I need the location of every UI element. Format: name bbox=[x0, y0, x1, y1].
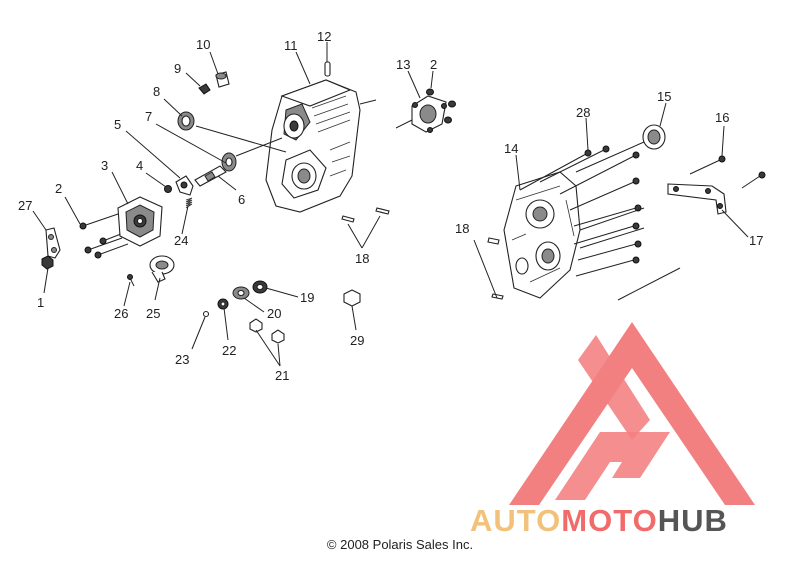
callout-19: 19 bbox=[300, 290, 314, 305]
ring-part-4 bbox=[164, 185, 172, 193]
dowel-part-12 bbox=[324, 61, 331, 77]
bearing-part-22 bbox=[217, 298, 229, 310]
automotohub-logo-mark bbox=[509, 322, 755, 505]
callout-8: 8 bbox=[153, 84, 160, 99]
bracket-part-17 bbox=[667, 183, 727, 215]
callout-1: 1 bbox=[37, 295, 44, 310]
callout-24: 24 bbox=[174, 233, 188, 248]
shaft-part-6 bbox=[194, 165, 227, 187]
callout-28: 28 bbox=[576, 105, 590, 120]
callout-15: 15 bbox=[657, 89, 671, 104]
seal-part-8 bbox=[177, 111, 195, 131]
cover-plate-part-13 bbox=[411, 95, 447, 133]
callout-22: 22 bbox=[222, 343, 236, 358]
callout-6: 6 bbox=[238, 192, 245, 207]
bolt-set-part-16 bbox=[617, 155, 766, 301]
plug-part-29 bbox=[343, 289, 361, 307]
callout-4: 4 bbox=[136, 158, 143, 173]
automotohub-logo-text: AUTOMOTOHUB bbox=[470, 503, 728, 539]
bolt-part-2-upper bbox=[426, 88, 456, 124]
gearcase-cover-part-14 bbox=[503, 171, 581, 299]
bolt-set-left bbox=[79, 213, 129, 259]
dowel-pins-part-18-center bbox=[341, 207, 390, 223]
callout-5: 5 bbox=[114, 117, 121, 132]
callout-16: 16 bbox=[715, 110, 729, 125]
callout-27: 27 bbox=[18, 198, 32, 213]
callout-23: 23 bbox=[175, 352, 189, 367]
bolt-set-part-28 bbox=[519, 145, 645, 277]
callout-29: 29 bbox=[350, 333, 364, 348]
callout-labels: 27 1 2 3 4 5 7 8 9 10 6 24 11 12 13 2 14… bbox=[18, 29, 763, 383]
callout-3: 3 bbox=[101, 158, 108, 173]
copyright-notice: © 2008 Polaris Sales Inc. bbox=[326, 537, 474, 552]
callout-26: 26 bbox=[114, 306, 128, 321]
clip-part-9 bbox=[198, 83, 211, 95]
callout-2-right: 2 bbox=[430, 57, 437, 72]
plate-part-5 bbox=[175, 175, 194, 196]
callout-10: 10 bbox=[196, 37, 210, 52]
logo-auto: AUTO bbox=[470, 503, 562, 538]
callout-21: 21 bbox=[275, 368, 289, 383]
callout-14: 14 bbox=[504, 141, 518, 156]
callout-7: 7 bbox=[145, 109, 152, 124]
nut-part-1 bbox=[41, 255, 54, 270]
bearing-part-15 bbox=[575, 124, 666, 173]
callout-11: 11 bbox=[284, 38, 298, 53]
callout-17: 17 bbox=[749, 233, 763, 248]
sensor-part-25 bbox=[149, 255, 175, 283]
nut-set-part-21 bbox=[249, 318, 285, 344]
callout-13: 13 bbox=[396, 57, 410, 72]
screw-part-26 bbox=[127, 274, 135, 287]
callout-25: 25 bbox=[146, 306, 160, 321]
cap-part-10 bbox=[215, 71, 230, 88]
callout-18-right: 18 bbox=[455, 221, 469, 236]
callout-12: 12 bbox=[317, 29, 331, 44]
leader-lines bbox=[32, 42, 749, 367]
gearcase-housing-part-11 bbox=[265, 79, 361, 213]
washer-part-23 bbox=[202, 310, 210, 318]
callout-2-left: 2 bbox=[55, 181, 62, 196]
gear-part-7 bbox=[221, 152, 237, 172]
logo-moto: MOTO bbox=[561, 503, 658, 538]
callout-9: 9 bbox=[174, 61, 181, 76]
gear-part-20 bbox=[232, 286, 250, 300]
dowel-pins-part-18-right bbox=[487, 237, 504, 300]
logo-hub: HUB bbox=[657, 503, 728, 538]
spring-part-24 bbox=[185, 197, 193, 209]
gear-part-19 bbox=[252, 280, 268, 294]
bracket-part-27 bbox=[45, 227, 61, 259]
callout-18-center: 18 bbox=[355, 251, 369, 266]
pump-housing-part-3 bbox=[117, 196, 163, 247]
callout-20: 20 bbox=[267, 306, 281, 321]
